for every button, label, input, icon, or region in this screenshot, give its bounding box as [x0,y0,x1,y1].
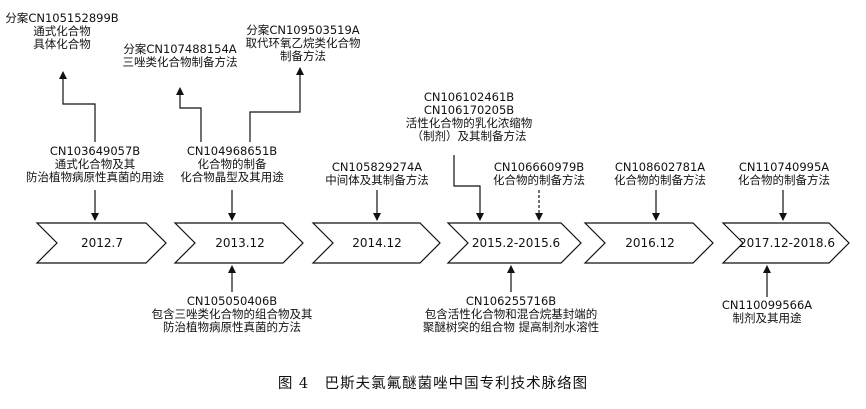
patent-id: CN106660979B [493,160,585,174]
arrow-to-divisional-cn105152899b [59,71,96,142]
patent-cn110099566a: CN110099566A 制剂及其用途 [722,299,812,325]
patent-title-line: 三唑类化合物制备方法 [122,55,238,69]
patent-id: CN105050406B [186,294,278,308]
arrow-emulsion-concentrate [453,155,484,221]
patent-id: CN107488154A [146,42,237,56]
patent-title-line: 化合物的制备 [197,157,267,171]
divisional-prefix: 分案 [5,11,29,25]
patent-title-line: 制备方法 [280,49,326,63]
timeline-label: 2012.7 [81,236,123,250]
divisional-prefix: 分案 [246,23,270,37]
divisional-patent-cn109503519a: 分案CN109503519A 取代环氧乙烷类化合物 制备方法 [246,24,361,63]
patent-title-line: 防治植物病原性真菌的用途 [26,170,164,184]
arrow-to-divisional-cn107488154a [176,87,202,142]
patent-cn106660979b: CN106660979B 化合物的制备方法 [493,161,585,187]
patent-title-line: 化合物的制备方法 [614,173,706,187]
patent-title-line: 通式化合物及其 [54,157,136,171]
arrow-to-divisional-cn109503519a [249,67,304,142]
patent-title-line: 化合物的制备方法 [738,173,830,187]
timeline-chevron-2014-12 [311,222,441,264]
patent-title-line: 具体化合物 [33,37,91,51]
timeline-chevron-2012-7 [35,222,167,264]
patent-id: CN105152899B [28,11,119,25]
patent-id: CN104968651B [186,144,278,158]
patent-id: CN106170205B [423,103,515,117]
patent-cn103649057b: CN103649057B 通式化合物及其 防治植物病原性真菌的用途 [26,145,164,184]
patent-cn105829274a: CN105829274A 中间体及其制备方法 [325,161,429,187]
timeline-label: 2016.12 [625,236,675,250]
patent-title-line: 包含三唑类化合物的组合物及其 [151,307,313,321]
timeline-label: 2013.12 [215,236,265,250]
patent-cn105050406b: CN105050406B 包含三唑类化合物的组合物及其 防治植物病原性真菌的方法 [152,295,313,334]
patent-id: CN105829274A [331,160,423,174]
timeline-label: 2014.12 [352,236,402,250]
patent-id: CN108602781A [614,160,706,174]
figure-caption: 图 4 巴斯夫氯氟醚菌唑中国专利技术脉络图 [277,376,589,392]
patent-id: CN110099566A [721,298,813,312]
patent-cn110740995a: CN110740995A 化合物的制备方法 [738,161,830,187]
timeline-chevron-2013-12 [173,222,304,264]
patent-title-line: 制剂及其用途 [732,311,802,325]
patent-title-line: 中间体及其制备方法 [325,173,429,187]
patent-title-line: 防治植物病原性真菌的方法 [163,320,301,334]
patent-title-line: 化合物晶型及其用途 [180,170,284,184]
timeline-label: 2015.2-2015.6 [471,236,561,250]
patent-title-line: 活性化合物的乳化浓缩物 [405,116,533,130]
patent-title-line: 包含活性化合物和混合烷基封端的 [424,307,598,321]
patent-id: CN110740995A [738,160,830,174]
patent-cn108602781a: CN108602781A 化合物的制备方法 [614,161,706,187]
divisional-patent-cn107488154a: 分案CN107488154A 三唑类化合物制备方法 [123,43,238,69]
patent-id: CN106255716B [465,294,557,308]
patent-title-line: 通式化合物 [33,24,91,38]
patent-id: CN106102461B [423,90,515,104]
patent-cluster-emulsion-concentrate: CN106102461B CN106170205B 活性化合物的乳化浓缩物 （制… [406,91,533,143]
divisional-prefix: 分案 [123,42,147,56]
patent-cn104968651b: CN104968651B 化合物的制备 化合物晶型及其用途 [180,145,284,184]
patent-id: CN109503519A [269,23,360,37]
patent-cn106255716b: CN106255716B 包含活性化合物和混合烷基封端的 聚醚树突的组合物 提高… [423,295,599,334]
patent-title-line: 聚醚树突的组合物 提高制剂水溶性 [422,320,600,334]
patent-title-line: （制剂）及其制备方法 [411,129,527,143]
timeline-chevron-2017-2018 [721,222,850,264]
timeline-chevron-2015 [446,222,582,264]
patent-title-line: 化合物的制备方法 [493,173,585,187]
timeline-label: 2017.12-2018.6 [739,236,835,250]
divisional-patent-cn105152899b: 分案CN105152899B 通式化合物 具体化合物 [5,12,118,51]
patent-title-line: 取代环氧乙烷类化合物 [245,36,361,50]
patent-id: CN103649057B [49,144,141,158]
timeline-chevron-2016-12 [583,222,714,264]
